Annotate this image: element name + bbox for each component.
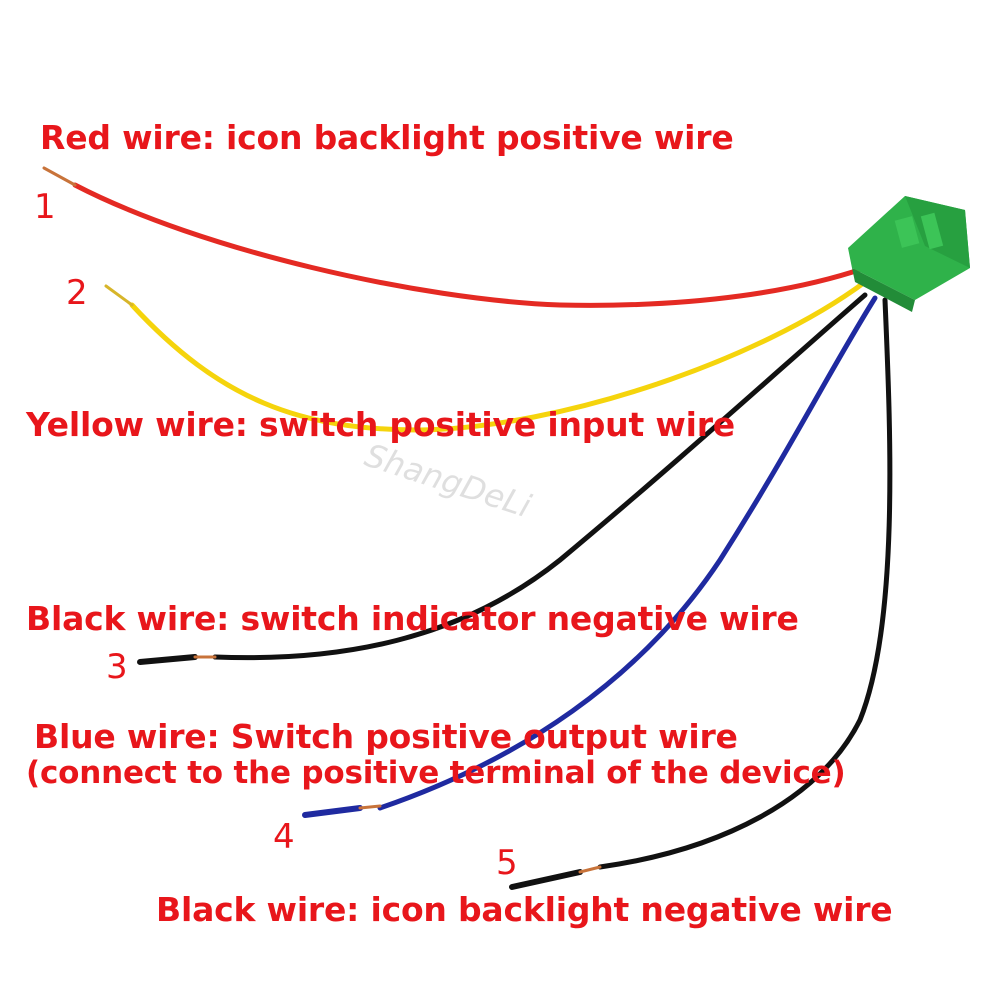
- blue-wire-insulation-end: [302, 805, 363, 818]
- yellow-wire-tip: [104, 284, 134, 307]
- green-connector: [848, 196, 970, 312]
- black-wire-backlight-copper: [578, 865, 602, 874]
- wire-number-5: 5: [496, 843, 518, 883]
- blue-wire-copper: [358, 804, 382, 810]
- black-wire-indicator-label: Black wire: switch indicator negative wi…: [26, 599, 799, 638]
- wire-number-1: 1: [34, 187, 56, 227]
- wire-number-4: 4: [273, 817, 295, 857]
- blue-wire-label: Blue wire: Switch positive output wire: [34, 717, 738, 756]
- wire-number-2: 2: [66, 273, 88, 313]
- blue-wire-note: (connect to the positive terminal of the…: [26, 755, 846, 791]
- black-wire-backlight-insulation-end: [509, 869, 583, 890]
- blue-wire: [377, 295, 878, 811]
- black-wire-indicator: [212, 292, 868, 661]
- yellow-wire-label: Yellow wire: switch positive input wire: [26, 405, 735, 444]
- black-wire-backlight-label: Black wire: icon backlight negative wire: [156, 890, 893, 929]
- red-wire-tip: [42, 166, 77, 187]
- red-wire-label: Red wire: icon backlight positive wire: [40, 118, 734, 157]
- black-wire-indicator-insulation-end: [137, 654, 198, 665]
- yellow-wire: [129, 279, 868, 433]
- wire-number-3: 3: [106, 647, 128, 687]
- red-wire: [72, 182, 868, 308]
- black-wire-backlight: [597, 297, 893, 870]
